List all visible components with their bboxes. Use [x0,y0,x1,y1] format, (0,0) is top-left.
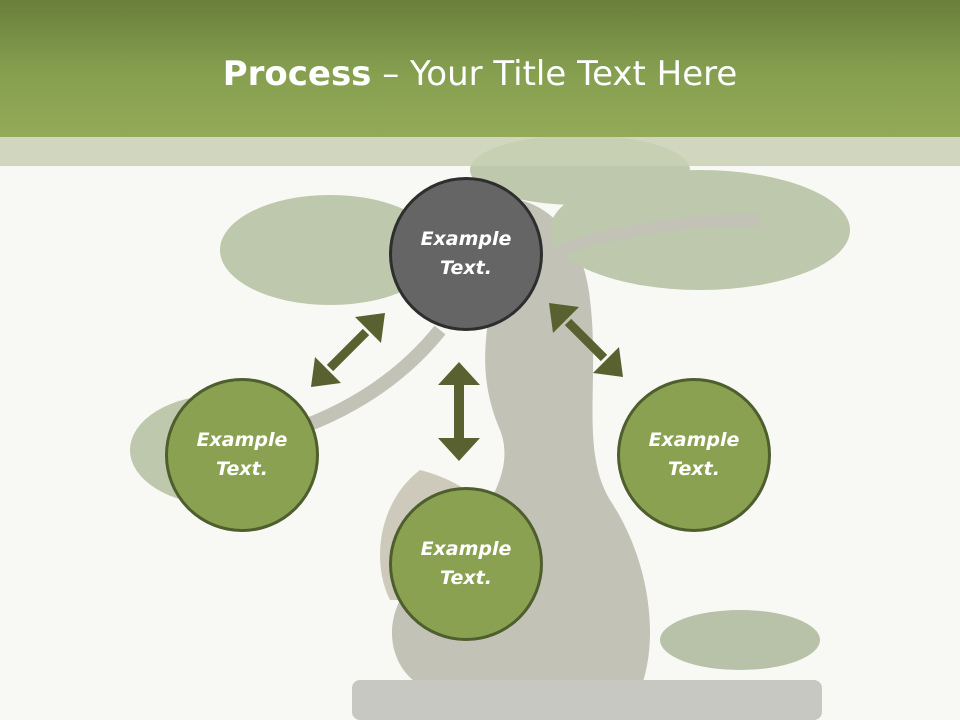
node-top-label: Example Text. [420,228,512,279]
double-arrow-upper-right [549,303,623,377]
title-rest: – Your Title Text Here [371,54,738,94]
node-right: Example Text. [617,378,771,532]
node-bottom: Example Text. [389,487,543,641]
slide-title: Process – Your Title Text Here [0,52,960,96]
header-bar [0,0,960,137]
node-left-label: Example Text. [196,429,288,480]
double-arrow-vertical [438,362,480,461]
node-left: Example Text. [165,378,319,532]
node-right-label: Example Text. [648,429,740,480]
node-bottom-label: Example Text. [420,538,512,589]
header-band [0,137,960,166]
title-bold: Process [222,54,372,94]
node-top: Example Text. [389,177,543,331]
double-arrow-upper-left [311,313,385,387]
